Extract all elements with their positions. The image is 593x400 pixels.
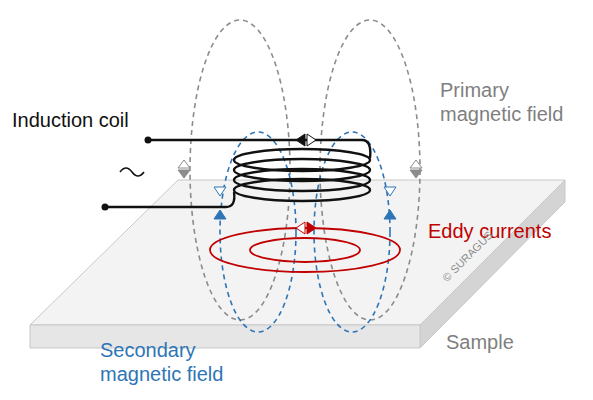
coil-windings	[234, 149, 370, 201]
sample-side	[420, 180, 565, 348]
current-arrows	[296, 134, 316, 146]
ac-symbol	[120, 168, 144, 176]
coil-leads	[105, 140, 370, 207]
terminal	[102, 204, 109, 211]
field-label: Secondary magnetic field	[100, 338, 240, 386]
sample-top	[30, 180, 565, 325]
sample-label: Sample	[446, 330, 514, 354]
terminal	[145, 137, 152, 144]
eddy-current-arrows	[296, 222, 316, 234]
field-label: Primary magnetic field	[440, 78, 580, 126]
coil-label: Induction coil	[12, 108, 129, 132]
